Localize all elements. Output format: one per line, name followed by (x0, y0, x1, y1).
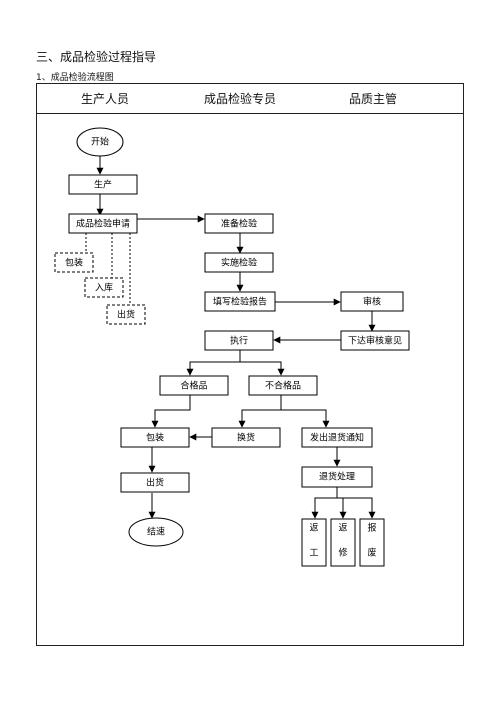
qualified-node: 合格品 (159, 375, 229, 396)
exchange-node: 换货 (211, 427, 281, 448)
perform-inspection-label: 实施检验 (221, 257, 257, 269)
shipping-dashed-node: 出货 (106, 304, 146, 325)
warehousing-node: 入库 (84, 277, 124, 298)
arrow-unqualified-return (281, 409, 330, 428)
execute-node: 执行 (204, 330, 274, 351)
apply-inspection-label: 成品检验申请 (76, 218, 130, 230)
column-quality-manager: 品质主管 (349, 92, 398, 106)
prepare-inspection-label: 准备检验 (221, 218, 257, 230)
repair-label-top: 返 (338, 522, 347, 534)
shipping-dashed-label: 出货 (117, 309, 135, 321)
packing-label: 包装 (146, 432, 164, 444)
start-label: 开始 (91, 136, 109, 148)
fill-report-label: 填写检验报告 (213, 296, 267, 308)
flowchart-frame: 生产人员 成品检验专员 品质主管 (36, 83, 464, 646)
packing-dashed-label: 包装 (65, 257, 83, 269)
end-label: 结速 (147, 526, 165, 538)
rework-node: 返 工 (301, 518, 327, 567)
scrap-label-bottom: 废 (367, 547, 376, 559)
execute-label: 执行 (230, 335, 248, 347)
arrow-handling-rework (311, 487, 338, 519)
shipping-label: 出货 (146, 477, 164, 489)
apply-inspection-node: 成品检验申请 (68, 213, 138, 234)
repair-node: 返 修 (330, 518, 356, 567)
issue-opinion-node: 下达审核意见 (340, 330, 410, 351)
arrow-handling-scrap (337, 497, 376, 519)
return-notice-label: 发出退货通知 (310, 432, 364, 444)
start-node: 开始 (76, 127, 124, 157)
scrap-label-top: 报 (367, 522, 376, 534)
column-header-row: 生产人员 成品检验专员 品质主管 (37, 84, 463, 114)
return-handling-node: 退货处理 (301, 466, 373, 488)
scrap-node: 报 废 (359, 518, 385, 567)
unqualified-node: 不合格品 (248, 375, 318, 396)
packing-node: 包装 (120, 427, 190, 448)
prepare-inspection-node: 准备检验 (204, 213, 274, 234)
subsection-title: 1、成品检验流程图 (36, 73, 114, 83)
arrow-unqualified-exchange (238, 395, 282, 428)
arrow-execute-qualified (186, 350, 241, 376)
column-production: 生产人员 (81, 92, 130, 106)
return-notice-node: 发出退货通知 (301, 427, 373, 448)
exchange-label: 换货 (237, 432, 255, 444)
repair-label-bottom: 修 (338, 547, 347, 559)
rework-label-bottom: 工 (309, 549, 318, 559)
warehousing-label: 入库 (95, 282, 113, 294)
return-handling-label: 退货处理 (319, 471, 355, 483)
produce-label: 生产 (94, 179, 112, 191)
unqualified-label: 不合格品 (265, 380, 301, 392)
packing-dashed-node: 包装 (54, 252, 94, 273)
qualified-label: 合格品 (180, 380, 207, 392)
perform-inspection-node: 实施检验 (204, 252, 274, 273)
shipping-node: 出货 (120, 472, 190, 493)
section-title: 三、成品检验过程指导 (36, 50, 157, 64)
review-label: 审核 (363, 296, 381, 308)
fill-report-node: 填写检验报告 (204, 291, 276, 312)
produce-node: 生产 (68, 174, 138, 195)
arrow-execute-unqualified (240, 361, 285, 376)
rework-label-top: 返 (309, 522, 318, 534)
issue-opinion-label: 下达审核意见 (348, 335, 402, 347)
end-node: 结速 (128, 517, 184, 547)
arrow-qualified-packing (151, 395, 191, 428)
review-node: 审核 (340, 291, 404, 312)
column-inspector: 成品检验专员 (204, 92, 277, 106)
